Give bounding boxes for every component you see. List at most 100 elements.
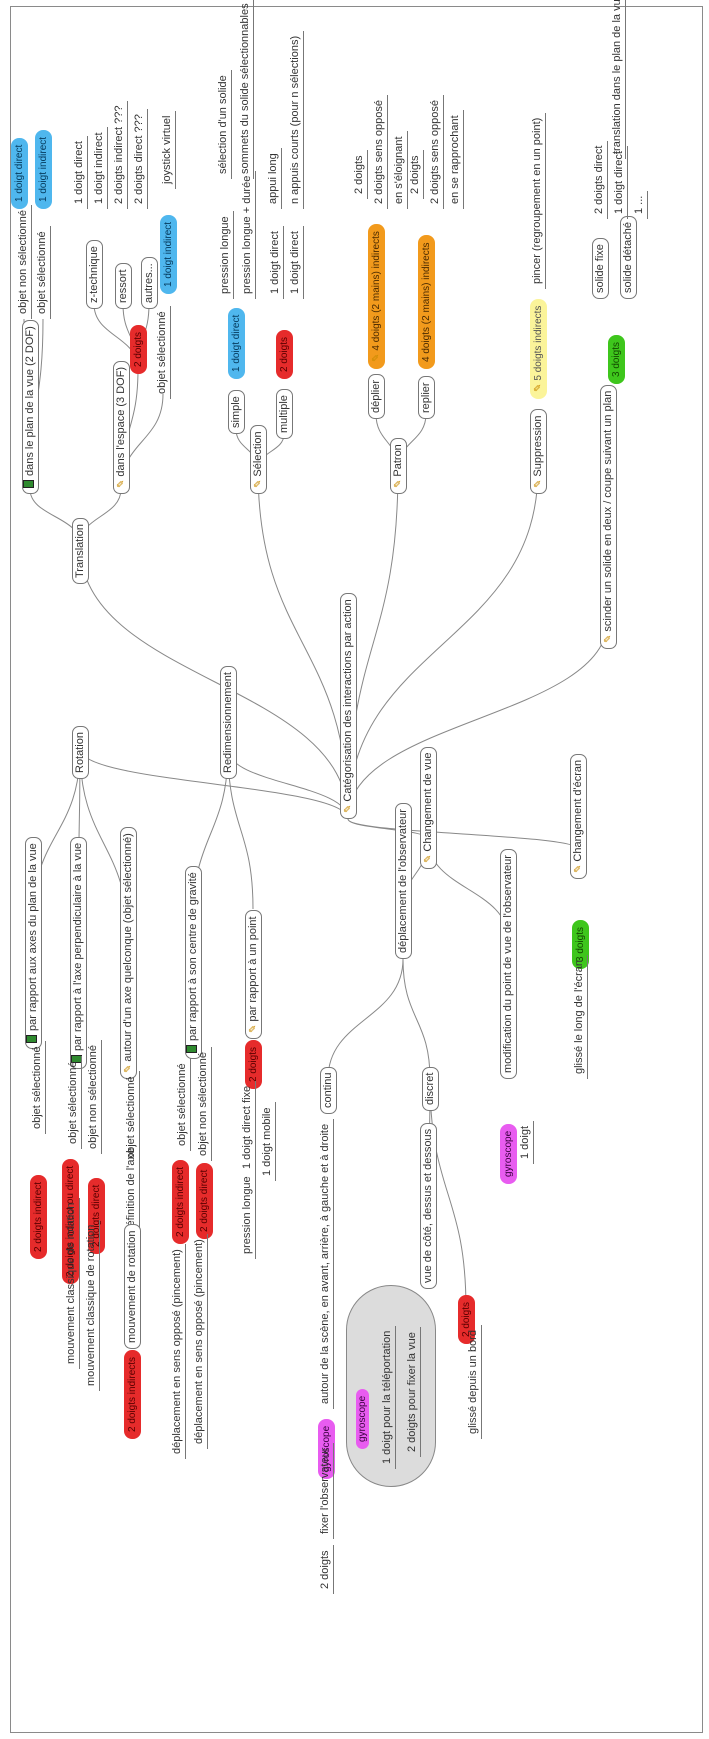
connector-line (429, 1078, 467, 1310)
selection-node[interactable]: Sélection (250, 425, 267, 494)
z-technique-node[interactable]: z-technique (86, 240, 103, 309)
vue-gyroscope-b: gyroscope (356, 1388, 369, 1449)
translation-plan-node[interactable]: dans le plan de la vue (2 DOF) (22, 320, 39, 494)
ressort-2doigts-direct: 2 doigts direct ??? (132, 109, 148, 209)
ecran-node[interactable]: Changement d'écran (570, 753, 587, 879)
deplier-2doigts: 2 doigts (352, 150, 368, 199)
translation-espace-node[interactable]: dans l'espace (3 DOF) (113, 360, 130, 494)
rotation-obj-sel-b: objet sélectionné (66, 1056, 82, 1149)
selection-1doigt-direct: 1 doigt direct (228, 307, 245, 379)
rotation-obj-sel-a: objet sélectionné (30, 1041, 46, 1134)
vue-2doigts: 2 doigts (318, 1545, 334, 1594)
paperclip-icon (421, 855, 436, 863)
selection-simple[interactable]: simple (228, 390, 245, 434)
translation-1doigt-indirect: 1 doigt indirect (35, 129, 52, 209)
selection-2doigts: 2 doigts (276, 329, 293, 379)
rotation-obj-non-sel: objet non sélectionné (86, 1040, 102, 1154)
rotation-mvt-rotation[interactable]: mouvement de rotation (124, 1224, 141, 1349)
rotation-2doigts-indirect: 2 doigts indirect (30, 1174, 47, 1259)
vue-discret[interactable]: discret (422, 1066, 439, 1111)
cloud-gyroscope-label: gyroscope (352, 1388, 370, 1449)
selection-appui-long: appui long (266, 148, 282, 209)
translation-2doigts: 2 doigts (130, 324, 147, 374)
redim-mobile: 1 doigt mobile (260, 1102, 276, 1181)
replier-rapprochant: en se rapprochant (448, 110, 464, 209)
patron-deplier[interactable]: déplier (368, 373, 385, 419)
autres-node[interactable]: autres... (141, 257, 158, 309)
selection-pression-duree: pression longue + durée (240, 170, 256, 299)
redim-deplacement-b: déplacement en sens opposé (pincement) (192, 1234, 208, 1449)
redim-node[interactable]: Redimensionnement (220, 666, 237, 779)
ressort-node[interactable]: ressort (115, 263, 132, 309)
vue-depl-obs[interactable]: déplacement de l'observateur (395, 803, 412, 959)
suppression-pincer: pincer (regroupement en un point) (530, 112, 546, 289)
paperclip-icon (391, 480, 406, 488)
redim-fixe: 1 doigt direct fixe (240, 1080, 256, 1174)
vue-gyroscope-c: gyroscope (500, 1123, 517, 1184)
translation-1doigt-direct: 1 doigt direct (11, 137, 28, 209)
paperclip-icon (341, 805, 356, 813)
rotation-node[interactable]: Rotation (72, 726, 89, 779)
connector-line (347, 818, 579, 850)
paperclip-icon (369, 354, 384, 362)
scinder-extra: 1 ... (632, 190, 648, 219)
rotation-mvt-classique-a: mouvement classique de rotation (64, 1197, 80, 1369)
vue-teleportation: 1 doigt pour la téléportation (380, 1325, 396, 1469)
vue-continu[interactable]: continu (320, 1066, 337, 1114)
suppression-5doigts: 5 doigts indirects (530, 298, 547, 399)
redim-deplacement-a: déplacement en sens opposé (pincement) (170, 1244, 186, 1459)
ecran-glisse: glissé le long de l'écran (572, 954, 588, 1079)
selection-pression-longue: pression longue (218, 211, 234, 299)
multiple-1doigt-a: 1 doigt direct (268, 226, 284, 299)
canvas-frame (10, 6, 703, 1733)
selection-multiple[interactable]: multiple (276, 389, 293, 439)
redim-point[interactable]: par rapport à un point (245, 910, 262, 1039)
vue-glisse-bord: glissé depuis un bord (466, 1325, 482, 1439)
paperclip-icon (251, 480, 266, 488)
paperclip-icon (246, 1025, 261, 1033)
vue-node[interactable]: Changement de vue (420, 746, 437, 869)
translation-obj-sel: objet sélectionné (35, 226, 51, 319)
redim-obj-non-sel: objet non sélectionné (196, 1047, 212, 1161)
replier-sens-oppose: 2 doigts sens opposé (428, 95, 444, 209)
patron-node[interactable]: Patron (390, 438, 407, 494)
vue-modif-pov[interactable]: modification du point de vue de l'observ… (500, 849, 517, 1079)
patron-4doigts-a: 4 doigts (2 mains) indirects (368, 224, 385, 369)
selection-appuis-courts: n appuis courts (pour n sélections) (288, 30, 304, 209)
scinder-solide-detache[interactable]: solide détaché (620, 216, 637, 299)
selection-solide: sélection d'un solide (216, 70, 232, 179)
suppression-node[interactable]: Suppression (530, 409, 547, 494)
rotation-axes-plan[interactable]: par rapport aux axes du plan de la vue (25, 837, 42, 1049)
z-1doigt-indirect: 1 doigt indirect (92, 127, 108, 209)
patron-replier[interactable]: replier (418, 376, 435, 419)
scinder-2doigts-direct: 2 doigts direct (592, 140, 608, 219)
rotation-axe-quelconque[interactable]: autour d'un axe quelconque (objet sélect… (120, 827, 137, 1079)
scinder-node[interactable]: scinder un solide en deux / coupe suivan… (600, 384, 617, 649)
scinder-solide-fixe[interactable]: solide fixe (592, 238, 609, 299)
vue-fixer-vue: 2 doigts pour fixer la vue (405, 1327, 421, 1457)
deplier-eloignant: en s'éloignant (392, 131, 408, 209)
connector-line (79, 543, 349, 820)
rotation-axe-perp[interactable]: par rapport à l'axe perpendiculaire à la… (70, 836, 87, 1069)
selection-sommets: sommets du solide sélectionnables (238, 0, 254, 179)
ressort-2doigts-indirect: 2 doigts indirect ??? (112, 100, 128, 209)
scinder-translation-plan: translation dans le plan de la vue (610, 0, 626, 159)
translation-obj-sel2: objet sélectionné (155, 306, 171, 399)
paperclip-icon (114, 480, 129, 488)
redim-obj-sel: objet sélectionné (175, 1058, 191, 1151)
rotation-2doigts-indirects: 2 doigts indirects (124, 1349, 141, 1439)
multiple-1doigt-b: 1 doigt direct (288, 226, 304, 299)
paperclip-icon (601, 635, 616, 643)
redim-2doigts-direct: 2 doigts direct (196, 1162, 213, 1239)
redim-pression-longue: pression longue (240, 1171, 256, 1259)
connector-line (79, 748, 349, 820)
vue-autour: autour de la scène, en avant, arrière, à… (318, 1118, 334, 1409)
root-node[interactable]: Catégorisation des interactions par acti… (340, 593, 357, 819)
replier-2doigts: 2 doigts (408, 150, 424, 199)
translation-obj-non-sel: objet non sélectionné (16, 205, 32, 319)
redim-centre-gravite[interactable]: par rapport à son centre de gravité (185, 866, 202, 1059)
vue-cote[interactable]: vue de côté, dessus et dessous (420, 1122, 437, 1289)
translation-node[interactable]: Translation (72, 517, 89, 584)
